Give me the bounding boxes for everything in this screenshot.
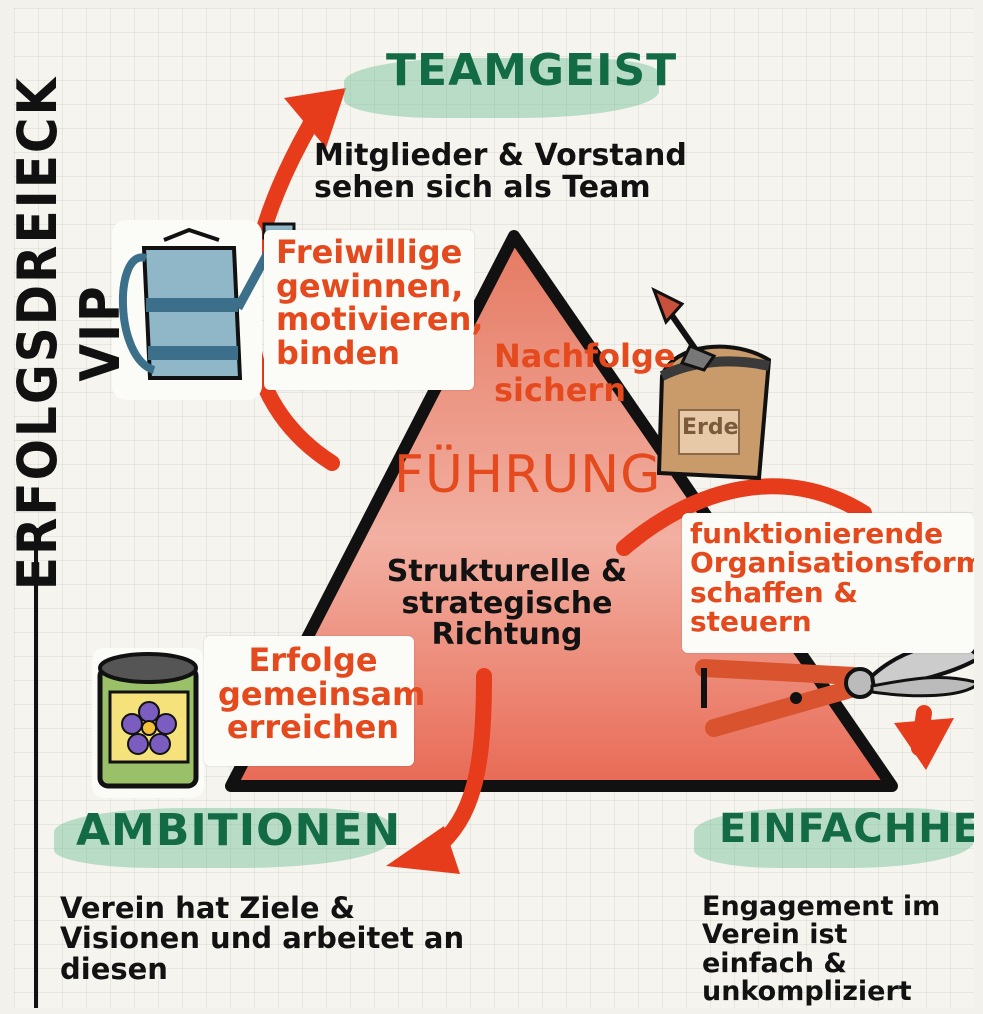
arrow-head-right — [894, 718, 954, 770]
teamgeist-label: TEAMGEIST — [386, 45, 678, 96]
flower-can-icon — [92, 648, 204, 798]
success-card: Erfolge gemeinsam erreichen — [204, 636, 426, 766]
soil-bag-label: Erde — [682, 415, 739, 440]
ambitionen-text: Verein hat Ziele & Visionen und arbeitet… — [60, 891, 465, 986]
teamgeist-highlight — [344, 58, 659, 118]
watering-can-icon — [112, 220, 296, 400]
ambitionen-highlight — [54, 808, 389, 868]
page-title: ERFOLGSDREIECK VIP — [14, 75, 132, 591]
success-text: Erfolge gemeinsam erreichen — [218, 641, 426, 747]
center-text: Strukturelle & strategische Richtung — [386, 554, 628, 652]
arrow-right-arc — [616, 478, 872, 556]
einfachheit-label: EINFACHHEIT — [719, 806, 974, 852]
center-heading: FÜHRUNG — [394, 445, 662, 505]
einfachheit-text: Engagement im Verein ist einfach & unkom… — [702, 891, 941, 1008]
organisation-card: funktionierende Organisationsformen scha… — [682, 513, 974, 653]
flipchart-paper: ERFOLGSDREIECK VIP TEAMGEIST Mitglieder … — [14, 8, 974, 1008]
organisation-text: funktionierende Organisationsformen scha… — [690, 517, 974, 639]
ambitionen-label: AMBITIONEN — [76, 805, 402, 856]
soil-bag-icon — [651, 286, 772, 481]
shears-icon — [695, 642, 974, 737]
succession-text: Nachfolge sichern — [494, 337, 676, 409]
einfachheit-highlight — [694, 808, 974, 868]
volunteers-card: Freiwillige gewinnen, motivieren, binden — [264, 230, 484, 390]
arrow-head-top — [284, 88, 346, 148]
arrow-head-bottom — [386, 826, 460, 874]
teamgeist-text: Mitglieder & Vorstand sehen sich als Tea… — [314, 138, 687, 205]
volunteers-text: Freiwillige gewinnen, motivieren, binden — [276, 233, 484, 372]
